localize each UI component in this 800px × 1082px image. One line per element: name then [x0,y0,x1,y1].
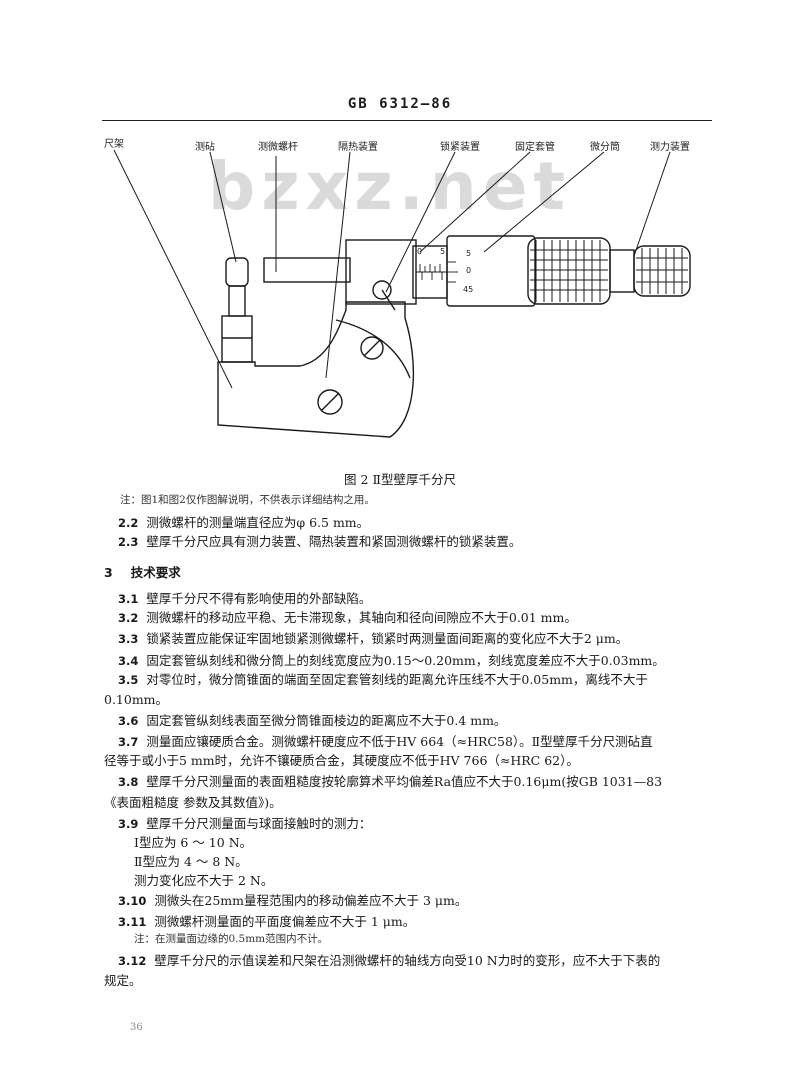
clause-number: 3.9 [118,817,139,831]
spindle [263,257,351,283]
clause-text: 对零位时，微分筒锥面的端面至固定套管刻线的距离允许压线不大于0.05mm，离线不… [146,672,648,687]
clause-3-7: 3.7 测量面应镶硬质合金。测微螺杆硬度应不低于HV 664（≈HRC58）。Ⅱ型… [118,731,653,750]
anvil-stem [228,285,246,317]
clause-3-9: 3.9 壁厚千分尺测量面与球面接触时的测力： [118,813,371,832]
clause-text: 壁厚千分尺应具有测力装置、隔热装置和紧固测微螺杆的锁紧装置。 [146,534,522,549]
callout-lock: 锁紧装置 [440,142,480,153]
clause-text: 壁厚千分尺不得有影响使用的外部缺陷。 [146,591,372,606]
page-number: 36 [130,1022,143,1033]
clause-text: 锁紧装置应能保证牢固地锁紧测微螺杆，锁紧时两测量面间距离的变化应不大于2 μm。 [146,631,629,646]
ratchet [633,245,691,297]
clause-3-6: 3.6 固定套管纵刻线表面至微分筒锥面棱边的距离应不大于0.4 mm。 [118,710,506,729]
clause-number: 3.12 [118,954,147,968]
clause-3-4: 3.4 固定套管纵刻线和微分筒上的刻线宽度应为0.15～0.20mm，刻线宽度差应… [118,650,665,669]
clause-3-5-cont: 0.10mm。 [104,692,169,707]
thimble-scale-0: 0 [466,266,472,275]
thimble [446,235,536,307]
thimble-scale-45: 45 [463,285,474,294]
anvil-base [221,315,253,363]
clause-text: 固定套管纵刻线表面至微分筒锥面棱边的距离应不大于0.4 mm。 [146,713,507,728]
clause-number: 3.4 [118,654,139,668]
neck [609,249,635,293]
clause-3-2: 3.2 测微螺杆的移动应平稳、无卡滞现象，其轴向和径向间隙应不大于0.01 mm。 [118,607,577,626]
clause-text: 测微螺杆的测量端直径应为φ 6.5 mm。 [146,515,370,530]
clause-text: 测微螺杆测量面的平面度偏差应不大于 1 μm。 [154,914,416,929]
header-rule [102,120,712,121]
force-line-type-2: Ⅱ型应为 4 ～ 8 N。 [134,854,248,869]
clause-3-8-cont: 《表面粗糙度 参数及其数值》)。 [104,795,282,810]
clause-3-12-cont: 规定。 [104,973,142,988]
screw-1 [360,336,384,360]
clause-number: 3.3 [118,632,139,646]
callout-frame: 尺架 [104,139,124,150]
clause-number: 3.11 [118,915,147,929]
clause-3-12: 3.12 壁厚千分尺的示值误差和尺架在沿测微螺杆的轴线方向受10 N力时的变形，应… [118,950,660,969]
section-3-heading: 3 技术要求 [104,562,181,581]
clause-3-7-cont: 径等于或小于5 mm时，允许不镶硬质合金，其硬度应不低于HV 766（≈HRC … [104,753,579,768]
clause-number: 3.8 [118,775,139,789]
screw-2 [317,389,343,415]
figure-caption: 图 2 Ⅱ型壁厚千分尺 [344,472,456,487]
callout-anvil: 测砧 [195,142,215,153]
clause-3-8: 3.8 壁厚千分尺测量面的表面粗糙度按轮廓算术平均偏差Ra值应不大于0.16μm(… [118,771,662,790]
callout-sleeve: 固定套管 [515,142,555,153]
clause-text: 壁厚千分尺测量面的表面粗糙度按轮廓算术平均偏差Ra值应不大于0.16μm(按GB… [146,774,663,789]
clause-text: 固定套管纵刻线和微分筒上的刻线宽度应为0.15～0.20mm，刻线宽度差应不大于… [146,653,665,668]
figure-note: 注：图1和图2仅作图解说明，不供表示详细结构之用。 [120,494,375,506]
clause-text: 测量面应镶硬质合金。测微螺杆硬度应不低于HV 664（≈HRC58）。Ⅱ型壁厚千… [146,734,653,749]
micrometer-figure [113,149,691,438]
body-block [345,239,417,305]
force-line-variation: 测力变化应不大于 2 N。 [134,873,274,888]
clause-text: 壁厚千分尺的示值误差和尺架在沿测微螺杆的轴线方向受10 N力时的变形，应不大于下… [154,953,661,968]
clause-3-5: 3.5 对零位时，微分筒锥面的端面至固定套管刻线的距离允许压线不大于0.05mm，… [118,669,648,688]
lock-knob [372,280,392,300]
clause-number: 3.2 [118,611,139,625]
clause-number: 3.1 [118,592,139,606]
clause-3-10: 3.10 测微头在25mm量程范围内的移动偏差应不大于 3 μm。 [118,890,467,909]
clause-number: 3.6 [118,714,139,728]
clause-number: 3.7 [118,735,139,749]
document-header-title: GB 6312—86 [347,96,453,112]
clause-number: 3.5 [118,673,139,687]
clause-3-11: 3.11 测微螺杆测量面的平面度偏差应不大于 1 μm。 [118,911,415,930]
sleeve-scale-5: 5 [440,247,446,256]
callout-spindle: 测微螺杆 [258,142,298,153]
anvil-tip [225,257,249,287]
clause-2-2: 2.2 测微螺杆的测量端直径应为φ 6.5 mm。 [118,512,369,531]
callout-thimble: 微分筒 [590,142,620,153]
section-title: 技术要求 [130,565,181,580]
callout-insulation: 隔热装置 [338,142,378,153]
clause-text: 壁厚千分尺测量面与球面接触时的测力： [146,816,372,831]
clause-3-3: 3.3 锁紧装置应能保证牢固地锁紧测微螺杆，锁紧时两测量面间距离的变化应不大于2 … [118,628,628,647]
clause-number: 3.10 [118,894,147,908]
clause-3-11-note: 注：在测量面边缘的0.5mm范围内不计。 [134,933,329,945]
clause-3-1: 3.1 壁厚千分尺不得有影响使用的外部缺陷。 [118,588,371,607]
thimble-scale-5: 5 [466,249,472,258]
sleeve-scale-0: 0 [417,247,423,256]
frame-outline [217,301,415,438]
clause-number: 2.2 [118,516,139,530]
clause-2-3: 2.3 壁厚千分尺应具有测力装置、隔热装置和紧固测微螺杆的锁紧装置。 [118,531,521,550]
section-number: 3 [104,565,113,580]
callout-ratchet: 测力装置 [650,142,690,153]
clause-text: 测微螺杆的移动应平稳、无卡滞现象，其轴向和径向间隙应不大于0.01 mm。 [146,610,577,625]
watermark: bzxz.net [208,148,572,225]
knurled-ring [527,237,611,305]
clause-number: 2.3 [118,535,139,549]
force-line-type-1: Ⅰ型应为 6 ～ 10 N。 [134,835,253,850]
frame-inner-arc [335,319,411,379]
clause-text: 测微头在25mm量程范围内的移动偏差应不大于 3 μm。 [154,893,468,908]
